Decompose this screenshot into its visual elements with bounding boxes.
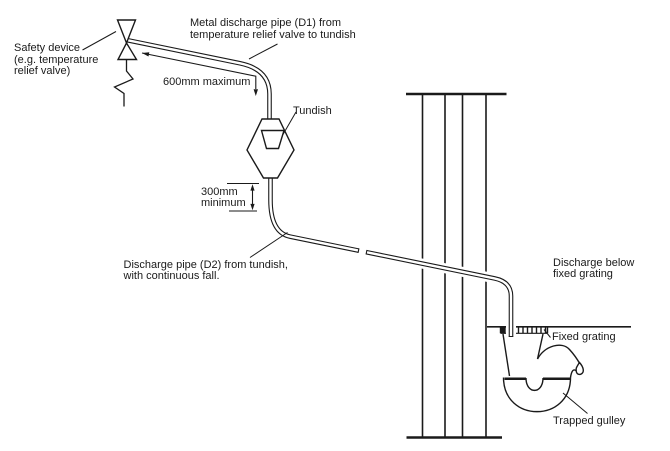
pipe-continuation-squiggle — [113, 59, 135, 107]
dimension-600mm — [141, 52, 258, 96]
safety-device-label: Safety device (e.g. temperature relief v… — [14, 42, 99, 77]
fixed-grating-label: Fixed grating — [552, 330, 616, 343]
trapped-gulley-symbol — [502, 333, 584, 413]
pipe-d2 — [265, 176, 516, 338]
pipe-d1 — [126, 35, 275, 122]
relief-valve-icon — [113, 19, 138, 107]
pipe-break-caps — [357, 248, 514, 338]
grating-end-cell — [500, 327, 506, 334]
drip-icon — [575, 361, 584, 376]
d2-pipe-label: Discharge pipe (D2) from tundish, with c… — [123, 258, 288, 282]
dimension-300mm-label: 300mm minimum — [201, 185, 246, 209]
tundish-label: Tundish — [293, 105, 332, 117]
tundish-symbol — [246, 118, 295, 179]
d1-pipe-label: Metal discharge pipe (D1) from temperatu… — [190, 17, 356, 41]
dimension-300mm — [227, 182, 259, 212]
discharge-below-grating-label: Discharge below fixed grating — [553, 256, 635, 280]
leader-lines — [82, 31, 588, 414]
trapped-gulley-label: Trapped gulley — [553, 415, 626, 427]
dimension-600mm-label: 600mm maximum — [163, 76, 251, 88]
